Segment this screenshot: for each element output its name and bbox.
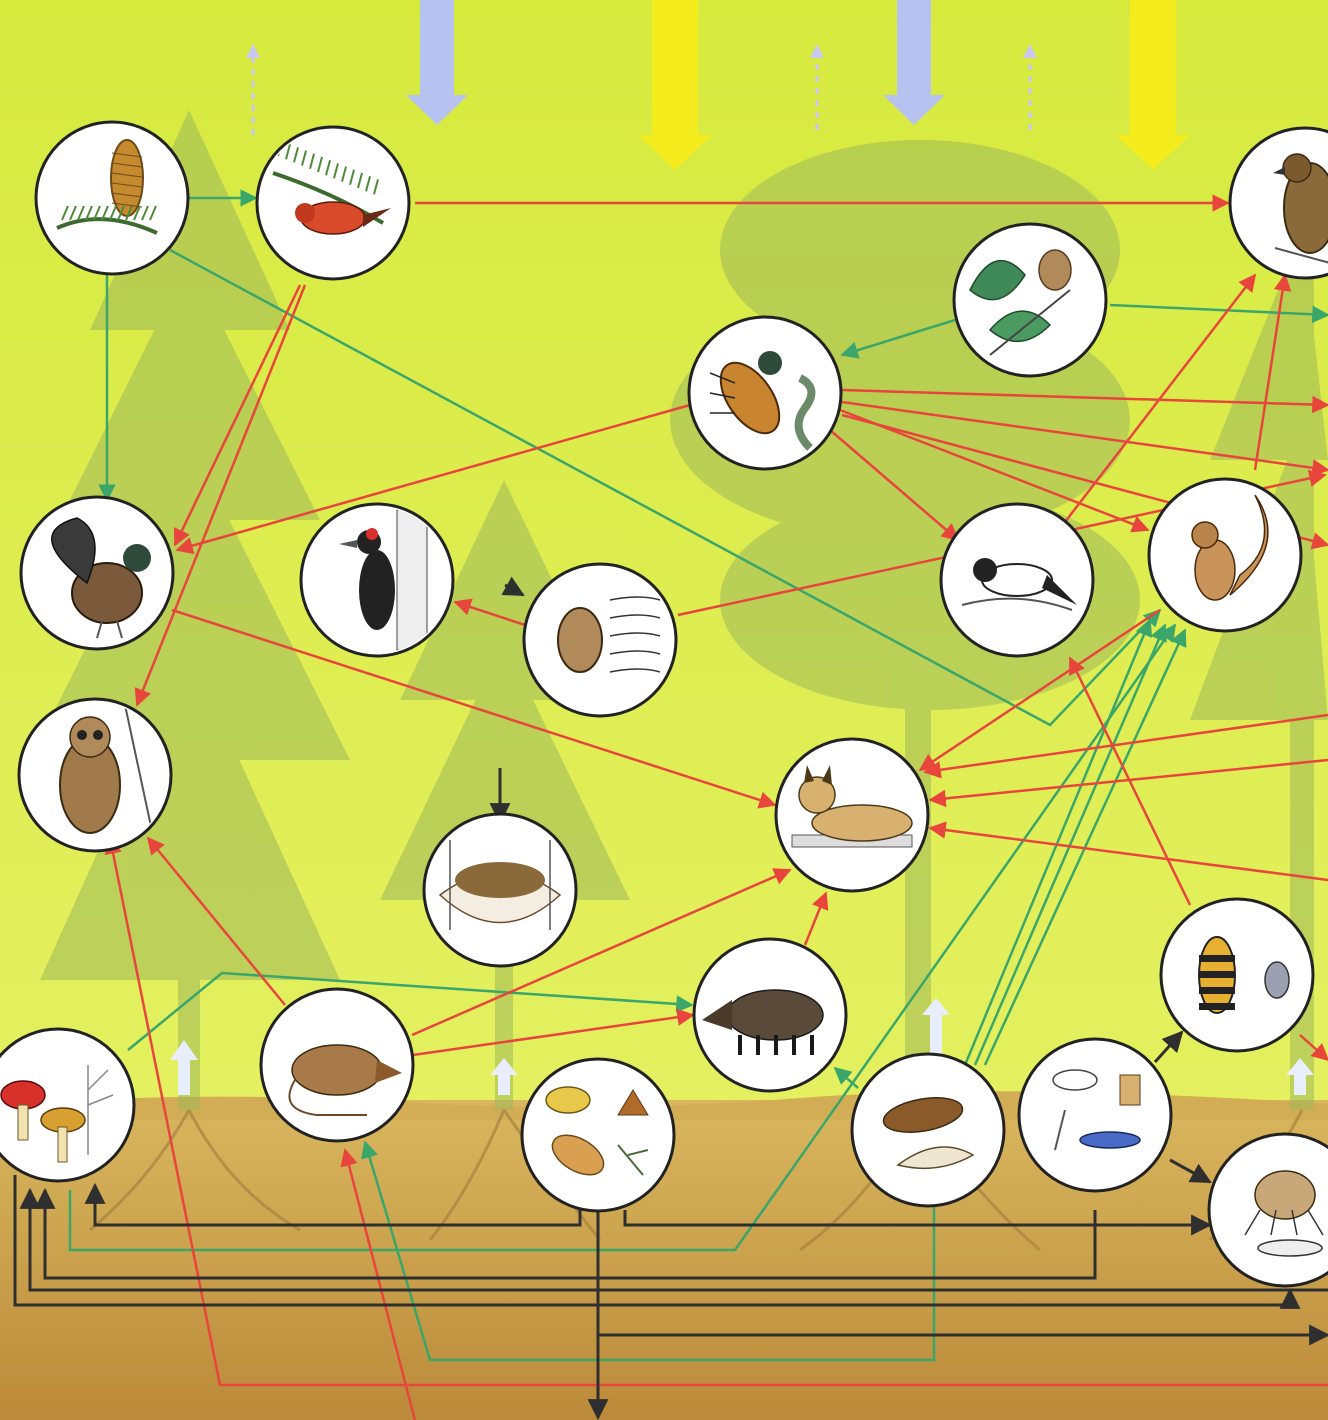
node-circle: [522, 1059, 674, 1211]
node-crossbill: [257, 127, 409, 279]
node-circle: [36, 122, 188, 274]
node-circle: [1019, 1039, 1171, 1191]
node-flycatcher: [941, 504, 1093, 656]
node-owl: [19, 699, 171, 851]
node-circle: [954, 224, 1106, 376]
node-squirrel: [1149, 479, 1301, 631]
node-bark-beetle: [524, 564, 676, 716]
node-nuts-seeds: [852, 1054, 1004, 1206]
node-mushrooms: [0, 1029, 134, 1181]
node-shrew: [261, 989, 413, 1141]
node-circle: [1161, 899, 1313, 1051]
node-woodpecker: [301, 504, 453, 656]
node-oak-leaves: [954, 224, 1106, 376]
node-capercaillie: [21, 497, 173, 649]
node-carrion-beetle: [1161, 899, 1313, 1051]
node-spruce-cone: [36, 122, 188, 274]
node-lynx: [776, 739, 928, 891]
node-leaf-litter: [522, 1059, 674, 1211]
node-cockchafer: [689, 317, 841, 469]
node-tree-fungus: [424, 814, 576, 966]
node-remains: [1019, 1039, 1171, 1191]
node-wild-boar: [694, 939, 846, 1091]
